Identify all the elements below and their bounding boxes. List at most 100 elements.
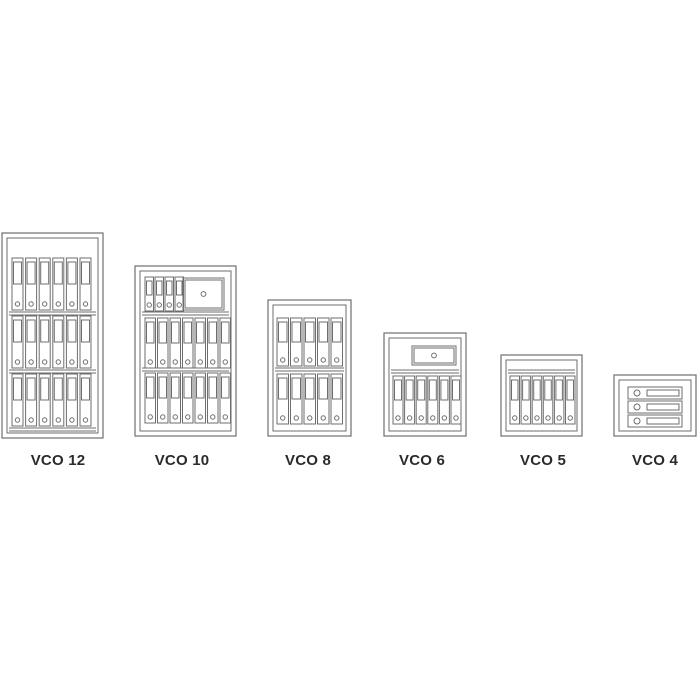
binder-finger-hole <box>441 415 448 421</box>
binder-label <box>428 379 437 401</box>
binder-finger-hole <box>82 359 89 365</box>
binder-label <box>26 261 36 285</box>
binder-spine <box>52 373 65 427</box>
binder-label <box>40 377 50 401</box>
binder-label <box>544 379 552 401</box>
binder <box>79 315 92 369</box>
binder-spine <box>303 317 316 367</box>
safe-vco-5 <box>500 354 583 437</box>
binder-spine <box>219 372 231 424</box>
binder <box>79 373 92 427</box>
binder-spine <box>509 375 520 425</box>
binder <box>303 317 316 367</box>
binder-spine <box>194 372 206 424</box>
binder-spine <box>157 372 169 424</box>
binder-finger-hole <box>395 415 401 421</box>
binder-label <box>533 379 541 401</box>
binder-label <box>40 319 50 343</box>
binder-label <box>67 319 77 343</box>
binder-label <box>511 379 519 401</box>
binder <box>194 317 206 369</box>
binder-finger-hole <box>334 357 340 363</box>
binder-spine <box>79 373 92 427</box>
binder-spine <box>520 375 532 425</box>
binder-label <box>318 321 328 343</box>
safe-label-vco-8: VCO 8 <box>284 452 332 469</box>
drawer-front <box>182 277 225 311</box>
binder-spine <box>276 317 289 367</box>
binder-finger-hole <box>453 415 459 421</box>
binder-finger-hole <box>334 415 340 421</box>
binder-finger-hole <box>210 414 216 420</box>
binder-label <box>405 379 414 401</box>
binder-finger-hole <box>222 414 228 420</box>
binder-spine <box>144 372 156 424</box>
binder-finger-hole <box>172 414 178 420</box>
binder <box>38 257 51 311</box>
drawer-inner-frame <box>184 279 223 309</box>
binder-finger-hole <box>210 359 216 365</box>
binder-finger-hole <box>42 301 48 307</box>
binder-label <box>176 280 183 296</box>
safe-vco-6 <box>383 332 467 437</box>
binder-label <box>394 379 402 401</box>
binder-spine <box>553 375 565 425</box>
binder <box>182 372 194 424</box>
binder-label <box>171 321 180 344</box>
binder-spine <box>11 373 24 427</box>
cabinet-outer-wall <box>267 299 352 437</box>
binder <box>194 372 206 424</box>
safe-label-vco-10: VCO 10 <box>154 452 210 469</box>
binder-label <box>417 379 426 401</box>
binder <box>25 373 38 427</box>
binder-finger-hole <box>14 301 21 307</box>
binder-finger-hole <box>545 415 551 421</box>
binder <box>157 317 169 369</box>
binder <box>157 372 169 424</box>
drawer-inner-frame <box>413 347 455 364</box>
binder-finger-hole <box>55 359 61 365</box>
drawer <box>627 400 683 414</box>
binder-finger-hole <box>55 301 61 307</box>
binder-spine <box>52 315 65 369</box>
cabinet-outer-wall <box>500 354 583 437</box>
safe-label-vco-5: VCO 5 <box>519 452 567 469</box>
binder-spine <box>290 317 303 367</box>
binder-finger-hole <box>147 359 153 365</box>
binder <box>65 373 78 427</box>
binder-finger-hole <box>185 414 191 420</box>
binder-label <box>221 321 230 344</box>
binder <box>174 276 184 312</box>
cabinet-outer-wall <box>613 374 697 437</box>
binder-label <box>166 280 173 296</box>
binder-spine <box>11 315 24 369</box>
binder-label <box>26 319 36 343</box>
binder <box>427 375 439 425</box>
binder-finger-hole <box>69 301 75 307</box>
binder-label <box>26 377 36 401</box>
binder <box>219 317 231 369</box>
cabinet-inner-wall <box>272 304 347 432</box>
binder-spine <box>392 375 404 425</box>
cabinet-outer-wall <box>1 232 104 439</box>
binder-label <box>221 376 230 399</box>
drawer-handle-plate <box>646 389 680 397</box>
binder-finger-hole <box>28 359 34 365</box>
binder-spine <box>450 375 462 425</box>
binder-label <box>291 321 301 343</box>
binder <box>38 315 51 369</box>
binder <box>404 375 416 425</box>
binder-spine <box>11 257 24 311</box>
binder <box>182 317 194 369</box>
binder <box>65 315 78 369</box>
binder-label <box>183 321 192 344</box>
binder-label <box>158 321 167 344</box>
binder-spine <box>317 373 330 425</box>
binder-spine <box>79 315 92 369</box>
binder-spine <box>25 257 38 311</box>
binder-finger-hole <box>185 359 191 365</box>
binder-label <box>278 321 288 343</box>
drawer <box>182 277 225 311</box>
binder-finger-hole <box>406 415 413 421</box>
